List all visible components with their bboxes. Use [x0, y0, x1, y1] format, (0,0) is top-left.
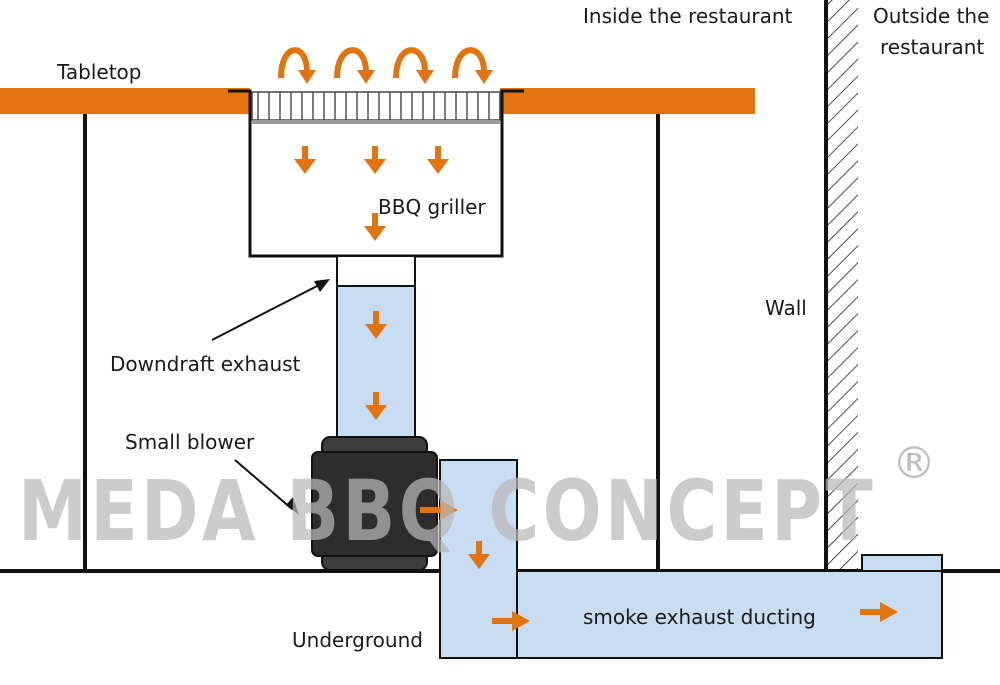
- swirl-arrow: [278, 47, 316, 84]
- label-smoke-exhaust-ducting: smoke exhaust ducting: [583, 605, 816, 629]
- label-bbq-griller: BBQ griller: [378, 195, 486, 219]
- down-arrow: [427, 146, 449, 174]
- duct-horizontal: [439, 570, 943, 659]
- table-legs: [83, 112, 660, 570]
- down-arrow: [468, 541, 490, 569]
- smoke-exhaust-ducting: [439, 459, 943, 659]
- down-arrow: [365, 311, 387, 339]
- down-arrow: [365, 392, 387, 420]
- down-arrow: [364, 213, 386, 241]
- right-arrow: [420, 500, 458, 520]
- label-small-blower: Small blower: [125, 430, 255, 454]
- swirl-arrow: [334, 47, 375, 84]
- watermark-registered-mark: ®: [892, 438, 936, 489]
- right-arrow: [492, 611, 530, 631]
- wall-hatching: [828, 0, 858, 570]
- downdraft-pointer-arrowhead: [314, 279, 330, 292]
- down-arrow: [294, 146, 316, 174]
- label-tabletop: Tabletop: [56, 60, 142, 84]
- pointer-lines: [211, 279, 330, 515]
- label-outside-line1: Outside the: [873, 4, 989, 28]
- smoke-flow-arrows: [294, 146, 898, 631]
- blower-pointer-line: [234, 459, 293, 510]
- label-underground: Underground: [292, 628, 423, 652]
- grill-grate: [251, 91, 501, 121]
- wall: [824, 0, 858, 570]
- downdraft-pointer-line: [211, 282, 324, 341]
- right-arrow: [860, 602, 898, 622]
- tabletop: [0, 88, 755, 114]
- label-outside-line2: restaurant: [880, 35, 984, 59]
- tabletop-right: [500, 88, 755, 114]
- blower-pointer-arrowhead: [286, 497, 299, 515]
- swirl-arrow: [452, 47, 493, 84]
- smoke-swirl-arrows: [278, 47, 493, 84]
- label-wall: Wall: [765, 296, 807, 320]
- label-downdraft-exhaust: Downdraft exhaust: [110, 352, 301, 376]
- label-inside-restaurant: Inside the restaurant: [583, 4, 793, 28]
- tabletop-left: [0, 88, 250, 114]
- swirl-arrow: [393, 47, 434, 84]
- small-blower: [311, 436, 438, 571]
- down-arrow: [364, 146, 386, 174]
- watermark-text: MEDA BBQ CONCEPT: [18, 462, 876, 560]
